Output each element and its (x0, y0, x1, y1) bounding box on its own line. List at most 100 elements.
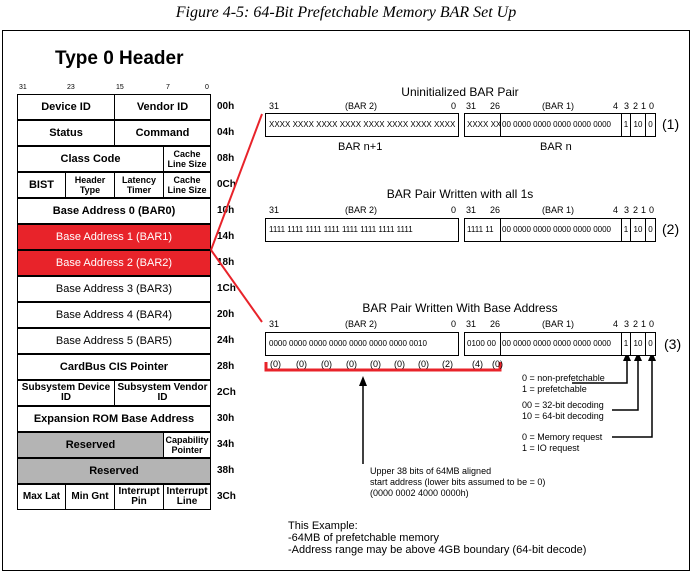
header-row: Device ID Vendor ID (17, 94, 211, 120)
bit-label: 1 (641, 319, 647, 329)
header-row: Reserved Capability Pointer (17, 432, 211, 458)
memio-annotation: 0 = Memory request 1 = IO request (522, 432, 602, 454)
header-row: Base Address 3 (BAR3) (17, 276, 211, 302)
hex-digit: (2) (442, 359, 453, 369)
bit-label: 4 (613, 101, 619, 111)
offset-label: 2Ch (217, 387, 236, 398)
offset-label: 30h (217, 413, 235, 424)
offset-label: 00h (217, 101, 235, 112)
offset-label: 34h (217, 439, 235, 450)
reserved-cell: Reserved (17, 458, 211, 484)
bit-label: 0 (451, 101, 457, 111)
bar-name-label: BAR n+1 (338, 141, 383, 153)
header-row: Base Address 4 (BAR4) (17, 302, 211, 328)
hex-digit: (0) (492, 359, 503, 369)
bar1-upper-bits: 0100 00 (464, 332, 501, 356)
annotation-line: 00 = 32-bit decoding (522, 400, 604, 410)
arrow-head-icon (359, 376, 367, 386)
bar1-label: (BAR 1) (542, 319, 575, 329)
hex-digit: (0) (346, 359, 357, 369)
space-bit: 0 (645, 218, 656, 242)
bar2-label: (BAR 2) (345, 205, 378, 215)
offset-label: 3Ch (217, 491, 236, 502)
space-bit: 0 (645, 113, 656, 137)
bit-label: 31 (269, 319, 280, 329)
header-title: Type 0 Header (55, 48, 184, 69)
bar3-cell: Base Address 3 (BAR3) (17, 276, 211, 302)
bar-name-label: BAR n (540, 141, 572, 153)
annotation-line: 0 = non-prefetchable (522, 373, 605, 383)
header-row: BIST Header Type Latency Timer Cache Lin… (17, 172, 211, 198)
arrow-head-icon (648, 352, 656, 361)
header-row: Base Address 1 (BAR1) (17, 224, 211, 250)
bit-label: 31 (466, 319, 477, 329)
offset-label: 0Ch (217, 179, 236, 190)
bit-label: 2 (633, 205, 639, 215)
bar1-register: 00 0000 0000 0000 0000 0000 (500, 113, 622, 137)
hex-digit: (0) (296, 359, 307, 369)
command-cell: Command (114, 120, 211, 146)
type-bits: 10 (630, 113, 646, 137)
bit-label: 31 (466, 205, 477, 215)
bit-number: 0 (205, 84, 209, 91)
section-number: (3) (664, 336, 682, 352)
expansion-rom-cell: Expansion ROM Base Address (17, 406, 211, 432)
hex-digit: (0) (394, 359, 405, 369)
bit-label: 4 (613, 205, 619, 215)
header-row: Base Address 2 (BAR2) (17, 250, 211, 276)
space-bit: 0 (645, 332, 656, 356)
bar4-cell: Base Address 4 (BAR4) (17, 302, 211, 328)
offset-label: 20h (217, 309, 235, 320)
bit-label: 0 (451, 319, 457, 329)
annotation-line: 10 = 64-bit decoding (522, 411, 604, 421)
interrupt-line-cell: Interrupt Line (163, 484, 211, 510)
offset-label: 38h (217, 465, 235, 476)
bar0-cell: Base Address 0 (BAR0) (17, 198, 211, 224)
header-row: Base Address 0 (BAR0) (17, 198, 211, 224)
bar5-cell: Base Address 5 (BAR5) (17, 328, 211, 354)
capability-pointer-cell: Capability Pointer (163, 432, 211, 458)
bit-label: 1 (641, 101, 647, 111)
section-title: BAR Pair Written with all 1s (386, 187, 534, 201)
section-number: (1) (662, 116, 680, 132)
bar2-cell: Base Address 2 (BAR2) (17, 250, 211, 276)
bar2-register: 1111 1111 1111 1111 1111 1111 1111 1111 (265, 218, 459, 242)
type-bits: 10 (630, 218, 646, 242)
offset-label: 04h (217, 127, 235, 138)
hex-digit: (0) (270, 359, 281, 369)
annotation-line: 1 = prefetchable (522, 384, 587, 394)
offset-label: 18h (217, 257, 235, 268)
header-row: Expansion ROM Base Address (17, 406, 211, 432)
bit-label: 26 (490, 205, 501, 215)
figure-caption: Figure 4-5: 64-Bit Prefetchable Memory B… (175, 4, 517, 21)
bar1-upper-bits: XXXX XX (464, 113, 501, 137)
type-bits: 10 (630, 332, 646, 356)
hex-digit: (4) (472, 359, 483, 369)
bit-label: 3 (624, 319, 630, 329)
header-row: Base Address 5 (BAR5) (17, 328, 211, 354)
vendor-id-cell: Vendor ID (114, 94, 211, 120)
header-row: Subsystem Device ID Subsystem Vendor ID (17, 380, 211, 406)
upper-bits-annotation: Upper 38 bits of 64MB aligned start addr… (370, 466, 545, 499)
bit-label: 0 (649, 319, 655, 329)
arrow-head-icon (623, 352, 631, 361)
annotation-line: 1 = IO request (522, 443, 580, 453)
prefetch-annotation: 0 = non-prefetchable 1 = prefetchable (522, 373, 605, 395)
bar1-label: (BAR 1) (542, 101, 575, 111)
cardbus-cis-pointer-cell: CardBus CIS Pointer (17, 354, 211, 380)
bar1-cell: Base Address 1 (BAR1) (17, 224, 211, 250)
bit-label: 3 (624, 101, 630, 111)
bar-connector-line (210, 113, 263, 251)
memio-arrow (612, 358, 653, 438)
arrow-head-icon (634, 352, 642, 361)
header-table: Device ID Vendor ID Status Command Class… (17, 94, 211, 516)
bit-label: 0 (649, 101, 655, 111)
bit-number: 7 (166, 84, 170, 91)
bit-label: 31 (269, 205, 280, 215)
bit-label: 1 (641, 205, 647, 215)
bit-number: 23 (67, 84, 75, 91)
hex-digit: (0) (370, 359, 381, 369)
cache-line-size-cell: Cache Line Size (163, 146, 211, 172)
bit-label: 26 (490, 319, 501, 329)
annotation-line: 0 = Memory request (522, 432, 603, 442)
